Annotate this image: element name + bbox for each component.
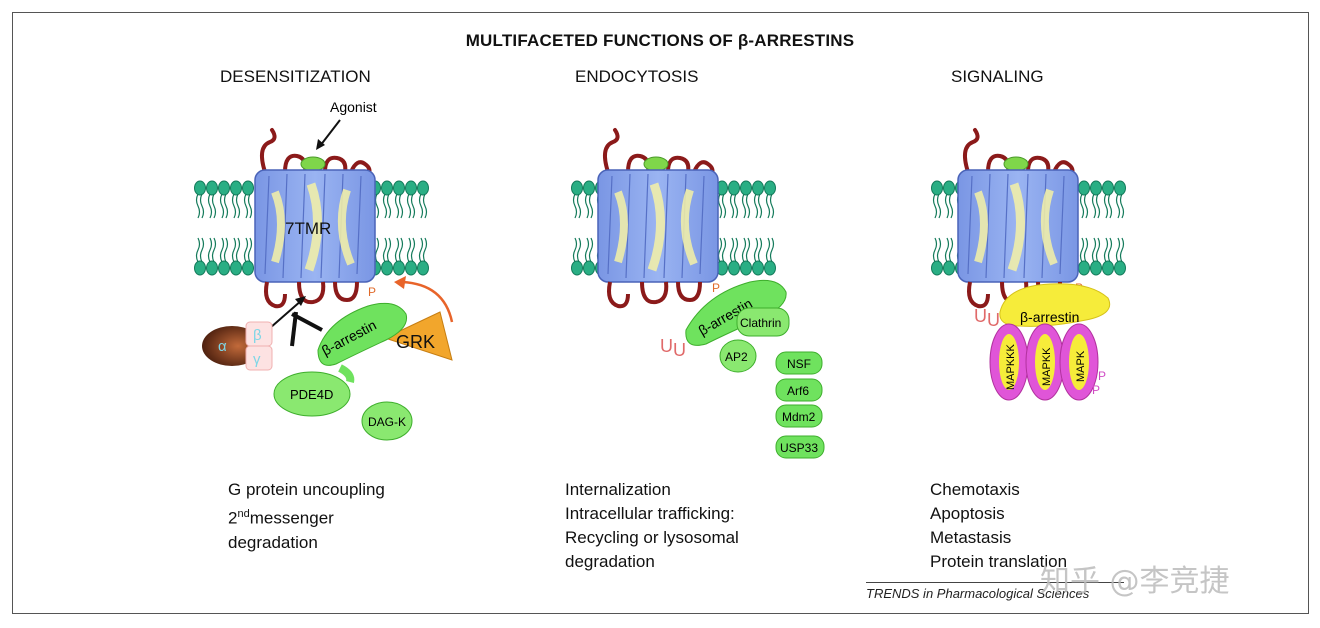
receptor-label: 7TMR <box>285 219 331 238</box>
grk-label: GRK <box>396 332 435 352</box>
heading-desensitization: DESENSITIZATION <box>220 67 371 86</box>
ap2-label: AP2 <box>725 350 748 364</box>
figure-title: MULTIFACETED FUNCTIONS OF β-ARRESTINS <box>465 31 855 50</box>
beta-arrestin-label: β-arrestin <box>1020 309 1079 325</box>
heading-endocytosis: ENDOCYTOSIS <box>575 67 699 86</box>
g-gamma <box>245 345 273 371</box>
phospho-mapk-2: P <box>1092 383 1100 397</box>
partner-arf6 <box>775 378 823 402</box>
panel-endocytosis: P β-arrestin Clathrin AP2 U U NSF Arf6 M… <box>572 130 825 459</box>
desc-line: Apoptosis <box>930 504 1005 523</box>
phospho-mark: P <box>368 285 376 299</box>
membrane-left <box>195 181 254 275</box>
credit-rule <box>866 582 1124 583</box>
agonist-arrow <box>319 119 341 147</box>
partner-usp33 <box>775 435 825 459</box>
partner-mdm2-label: Mdm2 <box>782 410 816 424</box>
ubiquitin-2: U <box>673 340 686 360</box>
kinase-mapkkk-label: MAPKKK <box>1005 343 1017 390</box>
desc-ordinal-suffix: nd <box>237 508 250 520</box>
kinase-mapk-label: MAPK <box>1075 350 1087 382</box>
receptor-7tmr <box>598 130 718 306</box>
desc-line-2nd: 2ndmessenger <box>228 502 385 531</box>
partner-arf6-label: Arf6 <box>787 384 809 398</box>
desc-signaling: Chemotaxis Apoptosis Metastasis Protein … <box>930 478 1067 574</box>
desc-ordinal: 2 <box>228 508 238 528</box>
ubiquitin-1: U <box>974 306 987 326</box>
g-gamma-label: γ <box>253 351 261 368</box>
phospho-mapk-1: P <box>1098 369 1106 383</box>
desc-endocytosis: Internalization Intracellular traffickin… <box>565 478 739 574</box>
desc-line: Metastasis <box>930 528 1012 547</box>
desc-line: G protein uncoupling <box>228 480 385 499</box>
desc-messenger: messenger <box>249 508 334 528</box>
grk-arrow <box>401 280 454 323</box>
partner-nsf-label: NSF <box>787 357 811 371</box>
watermark: 知乎 @李竞捷 <box>1040 564 1230 599</box>
pde4d-label: PDE4D <box>290 387 333 402</box>
desc-line: degradation <box>228 532 318 552</box>
partner-mdm2 <box>775 404 823 428</box>
desc-line: Protein translation <box>930 552 1068 571</box>
desc-line: Internalization <box>565 480 671 499</box>
g-beta-label: β <box>253 327 262 344</box>
clathrin-shape <box>736 307 790 337</box>
agonist-label: Agonist <box>330 99 377 115</box>
journal-credit: TRENDS in Pharmacological Sciences <box>866 586 1090 601</box>
kinase-mapkk-label: MAPKK <box>1041 347 1053 386</box>
beta-arrestin-blob <box>999 283 1111 327</box>
desc-line: degradation <box>565 552 655 571</box>
clathrin-label: Clathrin <box>740 316 781 330</box>
ap2-shape <box>719 339 757 373</box>
panel-desensitization: 7TMR Agonist P GRK β-arrestin α β γ PDE4… <box>195 99 454 441</box>
beta-arrestin-blob <box>317 302 408 366</box>
grk-shape <box>383 311 453 361</box>
dagk-shape <box>361 401 413 441</box>
dagk-label: DAG-K <box>368 415 406 429</box>
desc-line: Recycling or lysosomal <box>565 528 739 547</box>
receptor-7tmr <box>958 130 1078 306</box>
desc-line: Chemotaxis <box>930 480 1020 499</box>
partner-usp33-label: USP33 <box>780 441 818 455</box>
panel-signaling: P β-arrestin U U MAPKKK MAPKK MAPK P P <box>932 130 1126 401</box>
inhibit-arrow <box>269 299 303 329</box>
beta-arrestin-blob <box>685 279 787 346</box>
g-alpha-label: α <box>218 338 227 355</box>
partner-nsf <box>775 351 823 375</box>
ubiquitin-1: U <box>660 336 673 356</box>
pde4d-shape <box>273 371 351 417</box>
membrane-right <box>717 181 776 275</box>
ubiquitin-2: U <box>987 310 1000 330</box>
phospho-mark: P <box>712 281 720 295</box>
membrane-right <box>370 181 429 275</box>
heading-signaling: SIGNALING <box>951 67 1044 86</box>
desc-line: Intracellular trafficking: <box>565 504 735 523</box>
desc-desensitization: G protein uncoupling 2ndmessenger degrad… <box>228 478 385 555</box>
